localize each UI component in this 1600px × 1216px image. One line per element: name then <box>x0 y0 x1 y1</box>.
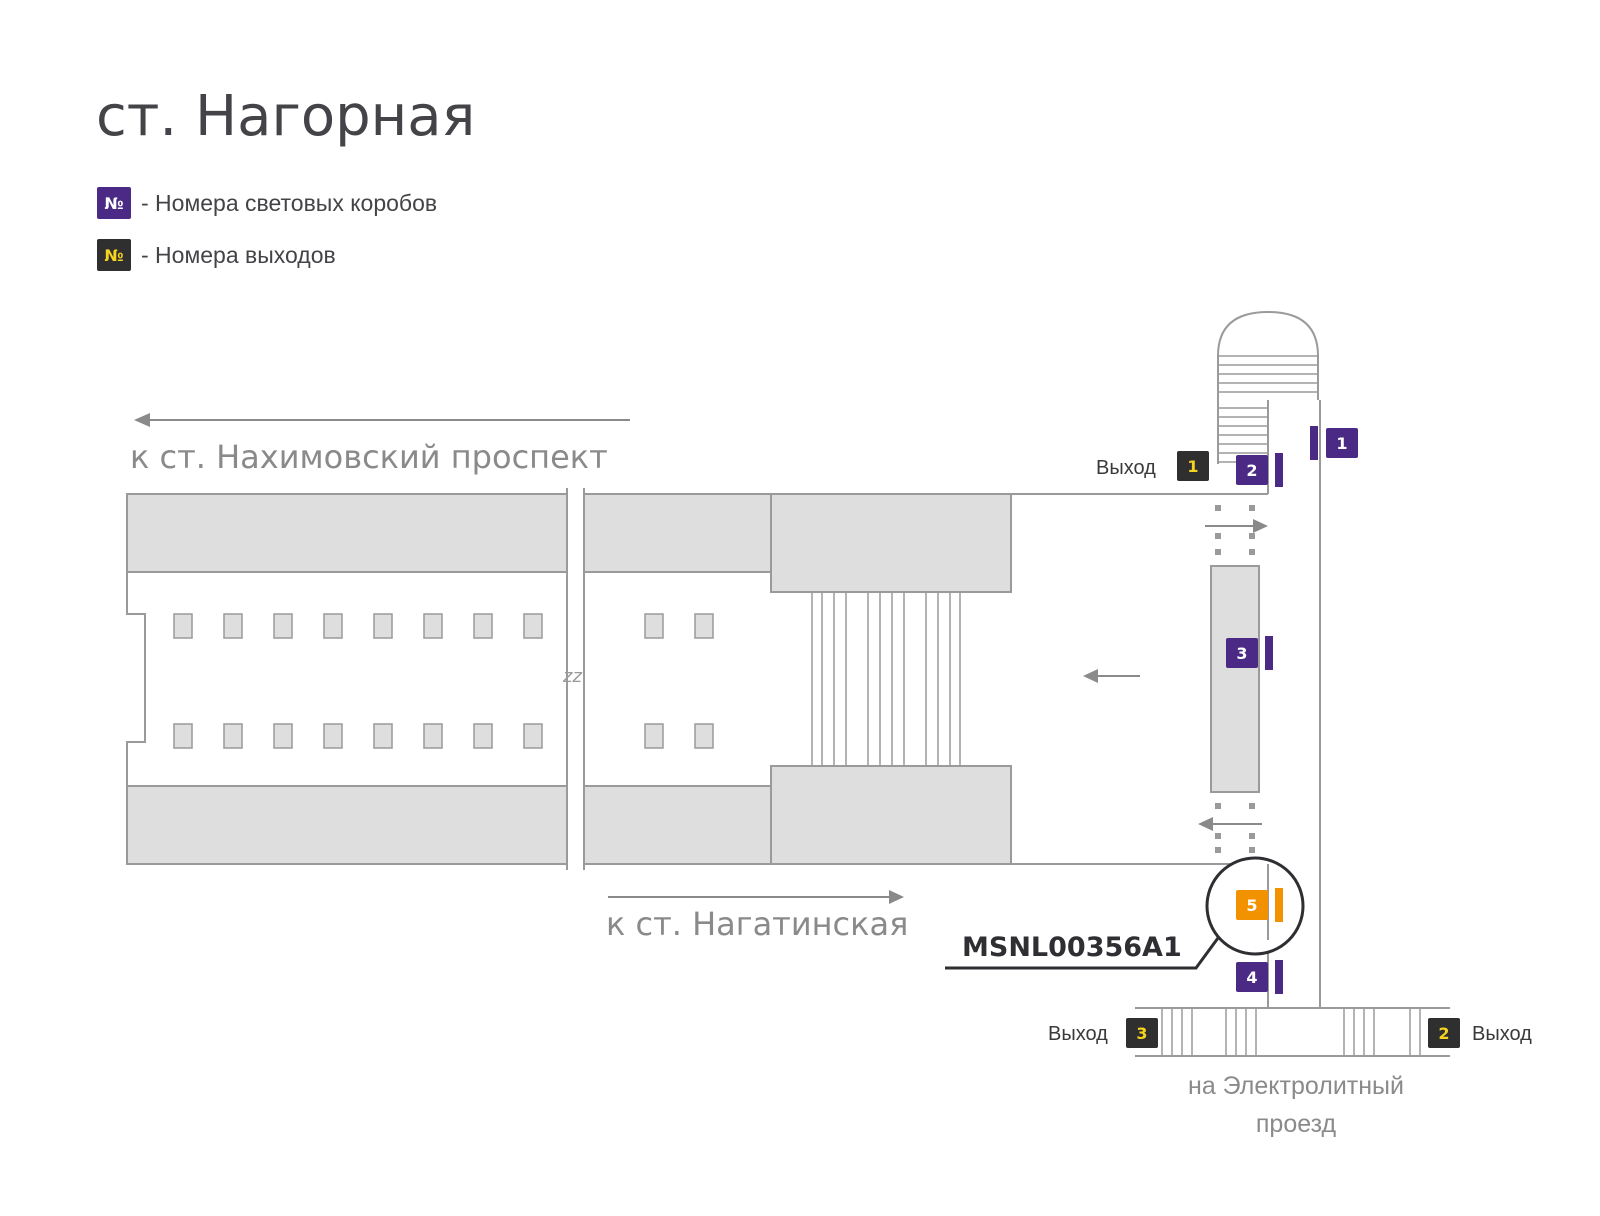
arrow-icon <box>1205 519 1268 533</box>
svg-text:1: 1 <box>1336 434 1347 453</box>
svg-text:1: 1 <box>1187 457 1198 476</box>
passage-dot <box>1249 505 1255 511</box>
lightbox-code: MSNL00356A1 <box>962 932 1182 963</box>
direction-nakhimovsky: к ст. Нахимовский проспект <box>130 438 608 476</box>
stairs <box>1161 1008 1421 1056</box>
passage-dot <box>1249 803 1255 809</box>
stairs <box>1218 355 1318 463</box>
svg-text:4: 4 <box>1246 968 1257 987</box>
passage-dot <box>1249 833 1255 839</box>
legend-label: - Номера выходов <box>141 241 336 268</box>
column <box>173 723 193 749</box>
passage-dot <box>1215 549 1221 555</box>
lightbox-legend-icon: № <box>97 187 131 219</box>
exit-badge: 3 <box>1126 1018 1158 1048</box>
exit-legend-icon: № <box>97 239 131 271</box>
column <box>223 723 243 749</box>
lightbox-badge[interactable]: 3 <box>1226 636 1273 670</box>
column <box>473 723 493 749</box>
direction-electrolytny-2: проезд <box>1256 1110 1337 1138</box>
arrow-icon <box>1083 669 1140 683</box>
lightbox-badge[interactable]: 1 <box>1310 426 1358 460</box>
lightbox-badge-highlighted[interactable]: 5 <box>1236 888 1283 922</box>
arrow-icon <box>134 413 630 427</box>
column <box>644 723 664 749</box>
columns <box>173 613 714 749</box>
legend-label: - Номера световых коробов <box>141 189 438 216</box>
passage-dots <box>1215 505 1255 853</box>
direction-electrolytny: на Электролитный <box>1188 1072 1404 1100</box>
svg-text:2: 2 <box>1246 461 1257 480</box>
direction-nagatinskaya: к ст. Нагатинская <box>606 905 908 943</box>
svg-text:3: 3 <box>1236 644 1247 663</box>
exit-badge: 1 <box>1177 451 1209 481</box>
passage-dot <box>1215 533 1221 539</box>
lightbox-badge[interactable]: 4 <box>1236 960 1283 994</box>
column <box>523 723 543 749</box>
column <box>523 613 543 639</box>
column <box>373 723 393 749</box>
svg-text:3: 3 <box>1136 1024 1147 1043</box>
exit-label: Выход <box>1048 1023 1108 1045</box>
passage-dot <box>1249 847 1255 853</box>
column <box>473 613 493 639</box>
stairs <box>811 592 961 766</box>
column <box>323 613 343 639</box>
arrow-icon <box>1198 817 1262 831</box>
column <box>694 613 714 639</box>
corridor <box>1135 310 1450 1057</box>
legend-item-lightboxes: № - Номера световых коробов <box>97 186 437 220</box>
exit-label: Выход <box>1096 457 1156 479</box>
svg-text:2: 2 <box>1438 1024 1449 1043</box>
column <box>644 613 664 639</box>
escalator-block <box>1210 565 1260 793</box>
column <box>373 613 393 639</box>
passage-dot <box>1215 833 1221 839</box>
passage-dot <box>1215 505 1221 511</box>
column <box>423 613 443 639</box>
passage-dot <box>1215 803 1221 809</box>
column <box>173 613 193 639</box>
exit-label: Выход <box>1472 1023 1532 1045</box>
column <box>323 723 343 749</box>
passage-dot <box>1249 533 1255 539</box>
arrow-icon <box>608 890 904 904</box>
svg-text:5: 5 <box>1246 896 1257 915</box>
break-mark: zz <box>562 666 582 687</box>
column <box>694 723 714 749</box>
exit-badge: 2 <box>1428 1018 1460 1048</box>
lightbox-badge[interactable]: 2 <box>1236 453 1283 487</box>
column <box>273 613 293 639</box>
column <box>273 723 293 749</box>
column <box>423 723 443 749</box>
zigzag-break-icon <box>566 488 585 870</box>
page-title: ст. Нагорная <box>96 84 476 149</box>
column <box>223 613 243 639</box>
passage-dot <box>1215 847 1221 853</box>
callout-line <box>945 937 1220 970</box>
passage-dot <box>1249 549 1255 555</box>
legend-item-exits: № - Номера выходов <box>97 238 336 272</box>
